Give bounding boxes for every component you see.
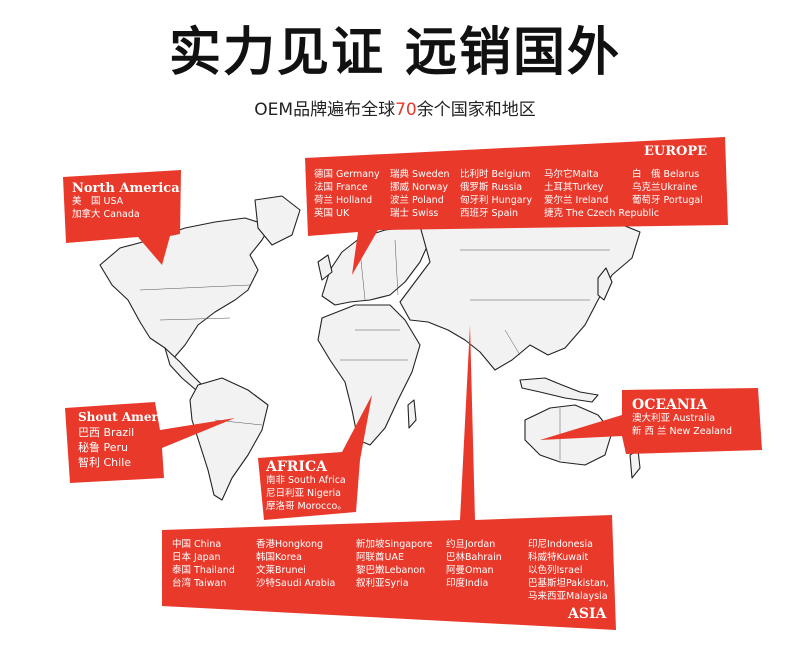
- country-label: 文莱Brunei: [256, 565, 306, 576]
- country-label: 英国 UK: [314, 208, 350, 219]
- country-label: 科威特Kuwait: [528, 552, 589, 563]
- country-label: 新 西 兰 New Zealand: [632, 426, 732, 437]
- subtitle-country-count: 70: [395, 100, 417, 120]
- country-label: 白 俄 Belarus: [632, 169, 700, 180]
- country-label: 巴林Bahrain: [446, 552, 502, 563]
- africa-banner-shape: [258, 395, 372, 520]
- europe-heading: EUROPE: [644, 144, 708, 159]
- page-subtitle: OEM品牌遍布全球70余个国家和地区: [0, 95, 790, 120]
- north-america-heading: North America: [72, 181, 180, 196]
- country-label: 沙特Saudi Arabia: [256, 578, 336, 589]
- country-label: 葡萄牙 Portugal: [632, 195, 703, 206]
- south-america-banner: Shout America 巴西 Brazil 秘鲁 Peru 智利 Chile: [78, 410, 177, 470]
- country-label: 加拿大 Canada: [72, 209, 140, 220]
- north-america-landmass: [99, 217, 271, 361]
- madagascar-landmass: [407, 399, 417, 429]
- country-label: 挪威 Norway: [390, 182, 449, 193]
- country-label: 土耳其Turkey: [544, 182, 604, 193]
- page-title: 实力见证 远销国外: [168, 23, 622, 83]
- oceania-banner-shape: [540, 388, 762, 454]
- south-america-landmass: [189, 377, 269, 501]
- country-label: 阿联酋UAE: [356, 552, 404, 563]
- country-label: 印尼Indonesia: [528, 539, 593, 550]
- asia-column-4: 约旦Jordan 巴林Bahrain 阿曼Oman 印度India: [446, 538, 502, 590]
- oceania-banner: OCEANIA 澳大利亚 Australia 新 西 兰 New Zealand: [632, 397, 732, 438]
- north-america-banner: North America 美 国 USA 加拿大 Canada: [72, 182, 180, 221]
- europe-landmass: [321, 225, 431, 306]
- country-label: 法国 France: [314, 182, 368, 193]
- subtitle-suffix: 余个国家和地区: [416, 100, 536, 120]
- country-label: 香港Hongkong: [256, 539, 324, 550]
- europe-banner-shape: [305, 137, 728, 275]
- country-label: 马尔它Malta: [544, 169, 599, 180]
- country-label: 瑞典 Sweden: [390, 169, 450, 180]
- indonesia-islands: [519, 377, 599, 403]
- europe-column-1: 德国 Germany 法国 France 荷兰 Holland 英国 UK: [314, 168, 380, 220]
- country-label: 新加坡Singapore: [356, 539, 433, 550]
- country-label: 波兰 Poland: [390, 195, 444, 206]
- country-label: 巴西 Brazil: [78, 426, 135, 439]
- north-america-banner-shape: [63, 170, 181, 265]
- asia-banner: 中国 China 日本 Japan 泰国 Thailand 台湾 Taiwan …: [170, 536, 610, 628]
- south-america-heading: Shout America: [78, 410, 178, 424]
- country-label: 西班牙 Spain: [460, 208, 519, 219]
- europe-column-5: 白 俄 Belarus 乌克兰Ukraine 葡萄牙 Portugal: [632, 168, 703, 207]
- africa-banner: AFRICA 南非 South Africa 尼日利亚 Nigeria 摩洛哥 …: [266, 459, 347, 513]
- country-label: 澳大利亚 Australia: [632, 413, 716, 424]
- country-label: 韩国Korea: [256, 552, 302, 563]
- country-label: 马来西亚Malaysia: [528, 591, 608, 602]
- country-label: 爱尔兰 Ireland: [544, 195, 609, 206]
- country-label: 荷兰 Holland: [314, 195, 373, 206]
- asia-banner-shape: [162, 325, 616, 630]
- greenland-landmass: [254, 195, 301, 246]
- new-zealand-landmass: [629, 449, 641, 479]
- country-label: 乌克兰Ukraine: [632, 182, 698, 193]
- subtitle-prefix: OEM品牌遍布全球: [254, 100, 396, 120]
- africa-heading: AFRICA: [266, 459, 327, 475]
- japan-islands: [597, 267, 613, 301]
- country-label: 摩洛哥 Morocco。: [266, 501, 347, 512]
- country-label: 俄罗斯 Russia: [460, 182, 523, 193]
- asia-heading: ASIA: [568, 606, 607, 622]
- europe-column-2: 瑞典 Sweden 挪威 Norway 波兰 Poland 瑞士 Swiss: [390, 168, 450, 220]
- asia-column-5: 印尼Indonesia 科威特Kuwait 以色列Israel 巴基斯坦Paki…: [528, 538, 609, 603]
- country-label: 印度India: [446, 578, 489, 589]
- country-label: 巴基斯坦Pakistan,: [528, 578, 609, 589]
- country-label: 以色列Israel: [528, 565, 583, 576]
- country-label: 秘鲁 Peru: [78, 441, 128, 454]
- country-label: 尼日利亚 Nigeria: [266, 488, 342, 499]
- country-label: 中国 China: [172, 539, 222, 550]
- europe-banner: EUROPE 德国 Germany 法国 France 荷兰 Holland 英…: [312, 144, 722, 226]
- country-label: 台湾 Taiwan: [172, 578, 227, 589]
- oceania-heading: OCEANIA: [632, 397, 708, 413]
- europe-column-3: 比利时 Belgium 俄罗斯 Russia 匈牙利 Hungary 西班牙 S…: [460, 168, 532, 220]
- europe-column-4: 马尔它Malta 土耳其Turkey 爱尔兰 Ireland 捷克 The Cz…: [544, 168, 659, 220]
- country-label: 日本 Japan: [172, 552, 221, 563]
- country-label: 捷克 The Czech Republic: [544, 208, 660, 219]
- country-label: 南非 South Africa: [266, 475, 346, 486]
- central-america-landmass: [164, 347, 203, 391]
- country-label: 美 国 USA: [72, 196, 124, 207]
- country-label: 匈牙利 Hungary: [460, 195, 533, 206]
- country-label: 叙利亚Syria: [356, 578, 409, 589]
- asia-column-2: 香港Hongkong 韩国Korea 文莱Brunei 沙特Saudi Arab…: [256, 538, 335, 590]
- country-label: 阿曼Oman: [446, 565, 494, 576]
- country-label: 瑞士 Swiss: [390, 208, 439, 219]
- country-label: 黎巴嫩Lebanon: [356, 565, 426, 576]
- uk-landmass: [317, 254, 333, 281]
- africa-landmass: [317, 304, 421, 446]
- country-label: 德国 Germany: [314, 169, 380, 180]
- asia-column-1: 中国 China 日本 Japan 泰国 Thailand 台湾 Taiwan: [172, 538, 235, 590]
- country-label: 智利 Chile: [78, 456, 132, 469]
- country-label: 比利时 Belgium: [460, 169, 531, 180]
- country-label: 约旦Jordan: [446, 539, 496, 550]
- asia-column-3: 新加坡Singapore 阿联酋UAE 黎巴嫩Lebanon 叙利亚Syria: [356, 538, 432, 590]
- south-america-banner-shape: [65, 402, 235, 483]
- country-label: 泰国 Thailand: [172, 565, 235, 576]
